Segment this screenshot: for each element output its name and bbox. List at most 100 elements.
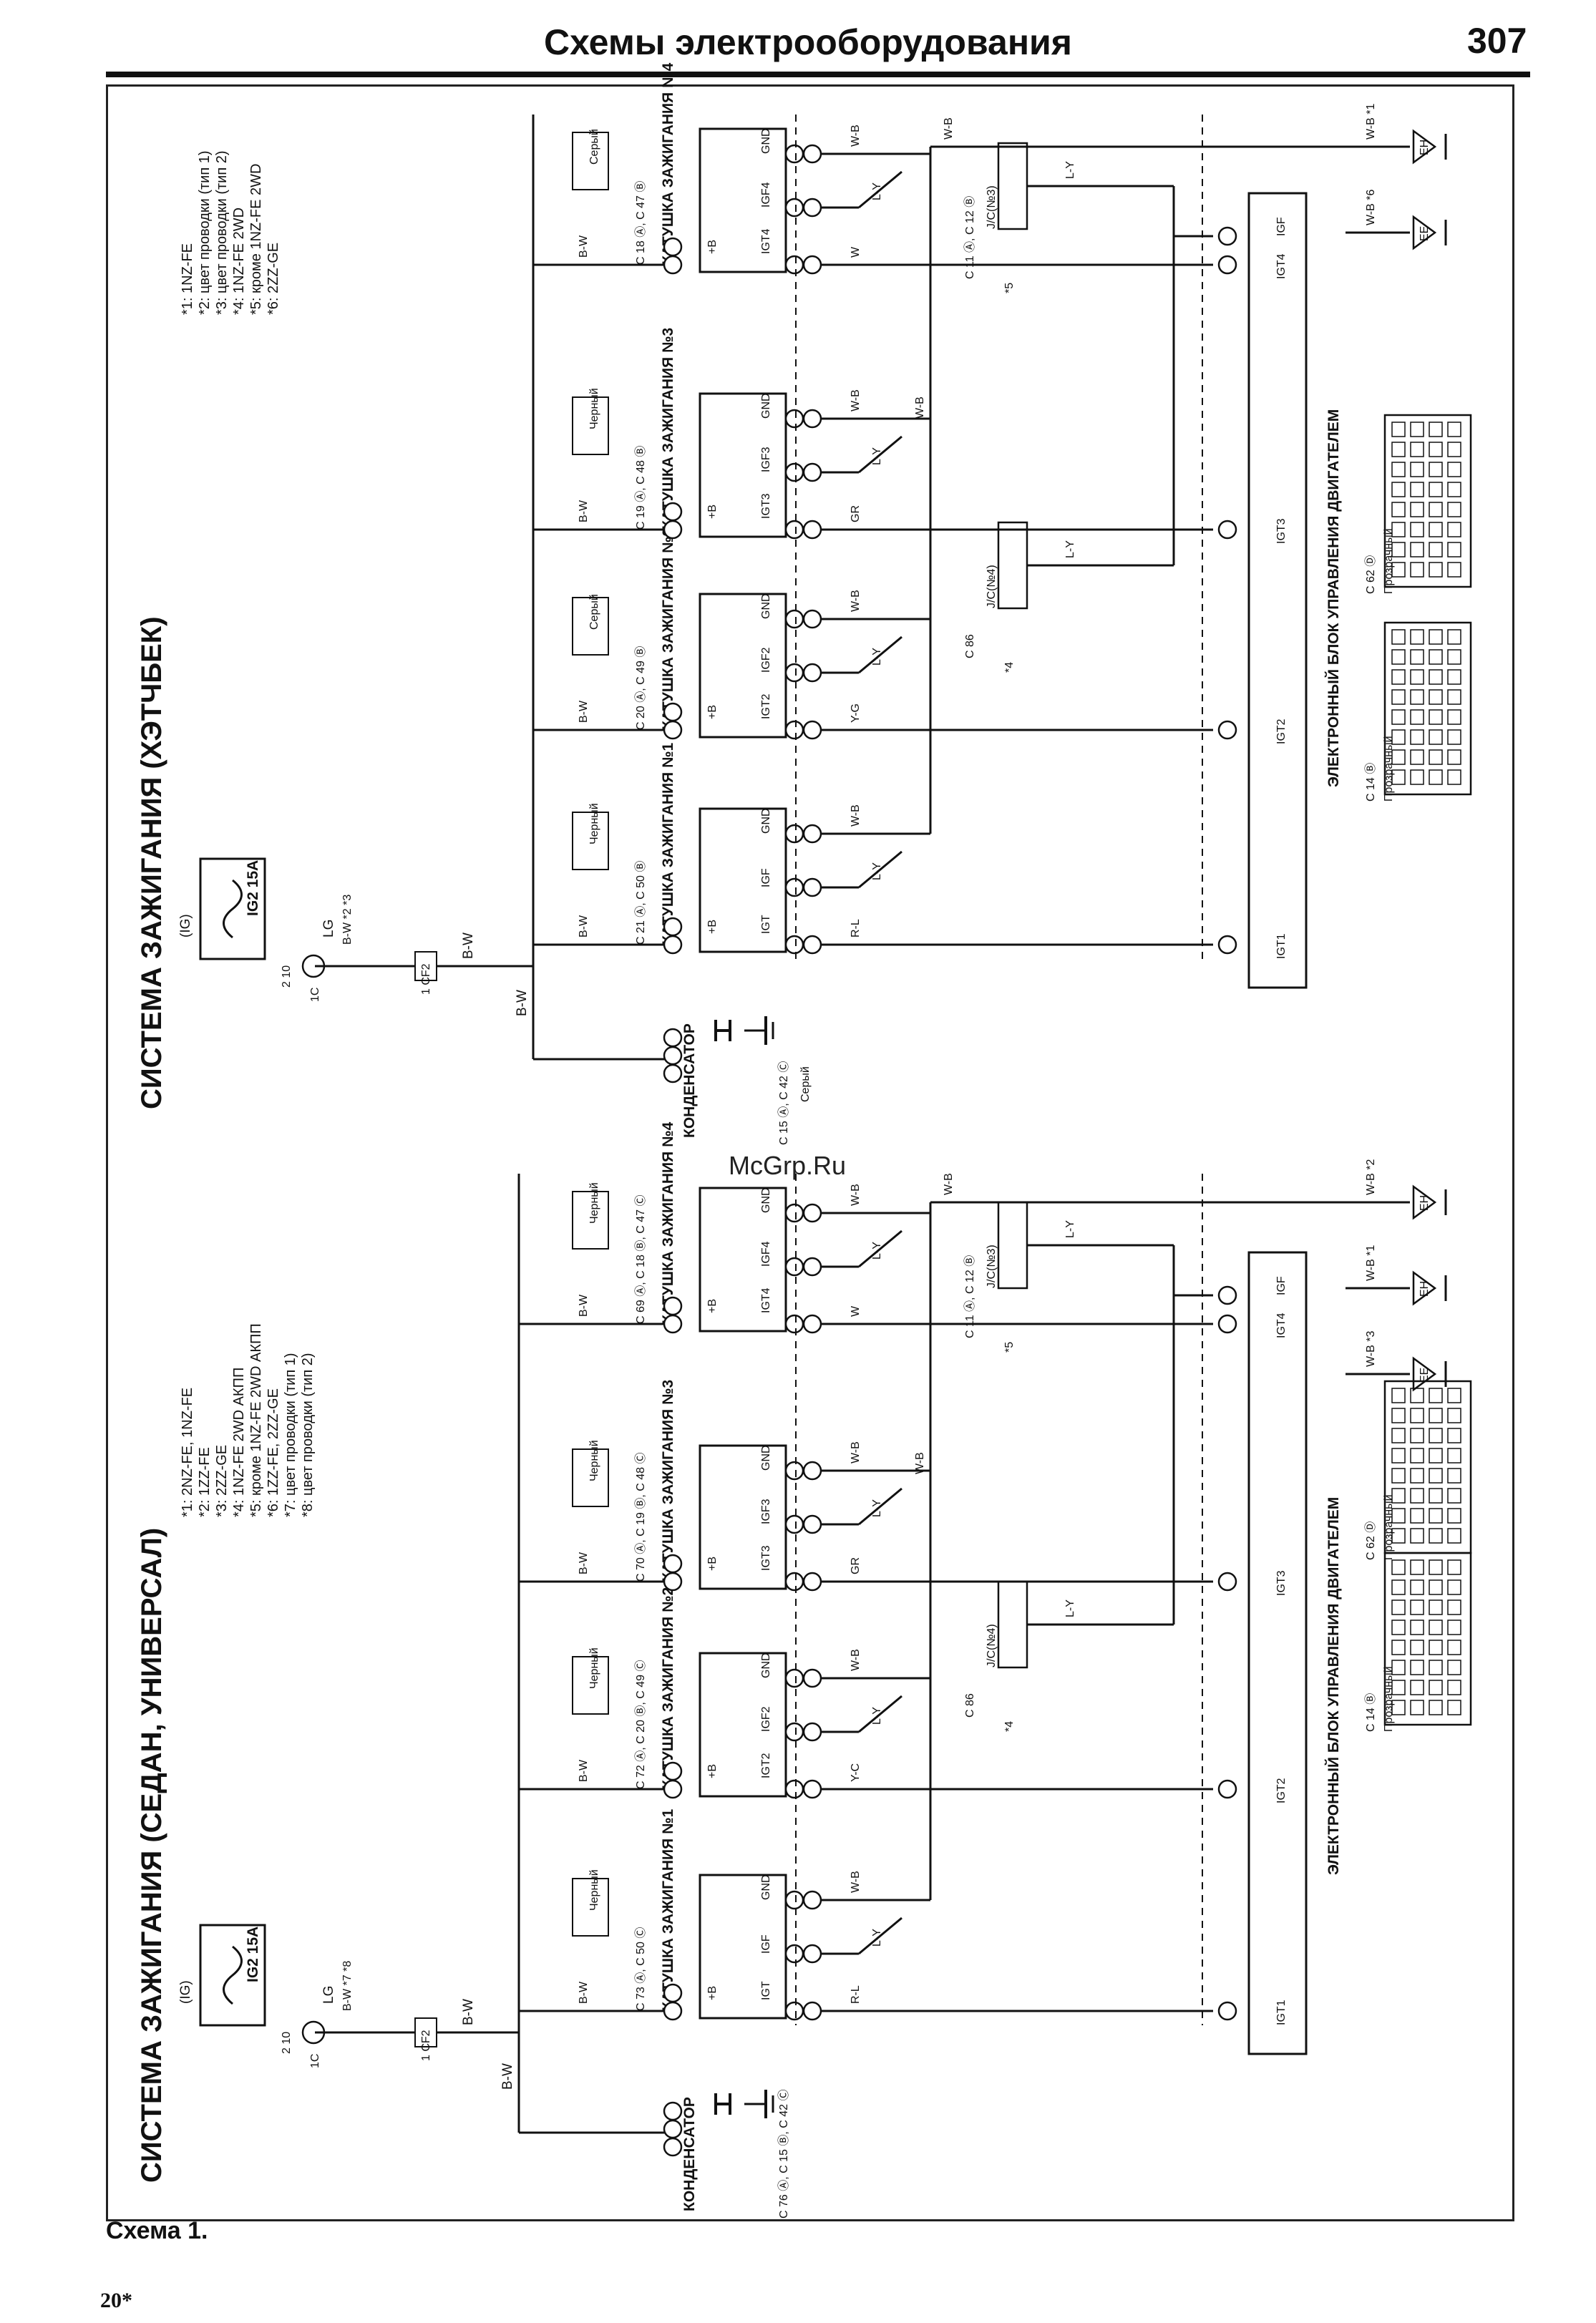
sedan-coil-3-pin-gnd bbox=[784, 1461, 804, 1481]
hatchback-ecu-box bbox=[1247, 192, 1308, 989]
hatchback-coil-4-igf-wire-b bbox=[858, 170, 902, 209]
sedan-ecu-conn-b: C 62 Ⓓ bbox=[1364, 1521, 1377, 1560]
hatchback-label-bw: B-W bbox=[515, 990, 530, 1016]
hatchback-ecu-terminal-a bbox=[1410, 629, 1424, 645]
sedan-ground-label-0: W-B *2 bbox=[1365, 1159, 1377, 1195]
hatchback-coil-1-color: Черный bbox=[588, 803, 600, 844]
header-rule bbox=[106, 72, 1530, 77]
hatchback-coil-1-pin-plus-b bbox=[663, 917, 683, 937]
hatchback-ecu-terminal-b bbox=[1447, 522, 1461, 537]
hatchback-fuse-tag: (IG) bbox=[178, 914, 193, 938]
sedan-ecu-terminal-a bbox=[1410, 1620, 1424, 1635]
sedan-ecu-terminal-b bbox=[1429, 1528, 1443, 1544]
sedan-coil-4-pin-sig-b bbox=[802, 1314, 822, 1334]
diagram-frame bbox=[106, 84, 1514, 2221]
sedan-ecu-terminal-a bbox=[1447, 1680, 1461, 1695]
sedan-jc-name-0: J/C(№3) bbox=[986, 1245, 998, 1288]
hatchback-coil-1-ign: IGF bbox=[760, 868, 772, 887]
sedan-coil-1-conn: C 73 Ⓐ, C 50 Ⓒ bbox=[634, 1927, 647, 2011]
hatchback-ecu-terminal-b bbox=[1429, 502, 1443, 517]
hatchback-ground-label-0: W-B *1 bbox=[1365, 104, 1377, 140]
hatchback-coil-1-box bbox=[699, 807, 787, 953]
sedan-ecu-terminal-a bbox=[1447, 1620, 1461, 1635]
sedan-coil-1-plus: +B bbox=[706, 1986, 719, 2000]
sedan-ecu-terminal-a bbox=[1410, 1660, 1424, 1675]
sedan-coil-2-igf-wire-label: L-Y bbox=[871, 1707, 883, 1725]
hatchback-wb-bus-label: W-B bbox=[914, 396, 926, 419]
hatchback-coil-2-gnd-wire-label: W-B bbox=[850, 590, 862, 612]
sedan-ecu-terminal-b bbox=[1447, 1468, 1461, 1484]
sedan-coil-1-igf-wire-label: L-Y bbox=[871, 1929, 883, 1947]
hatchback-ecu-terminal-b bbox=[1410, 442, 1424, 457]
sedan-fuse-tag: (IG) bbox=[178, 1980, 193, 2004]
hatchback-coil-4-pin-sig bbox=[784, 255, 804, 275]
sedan-coil-4-igt-wire-label: W bbox=[850, 1305, 862, 1317]
sedan-coil-1-igt-wire-label: R-L bbox=[850, 1985, 862, 2004]
hatchback-ecu-pin-3: IGT4 bbox=[1275, 253, 1288, 279]
sedan-ecu-terminal-a bbox=[1429, 1599, 1443, 1615]
sedan-ecu-terminal-b bbox=[1410, 1428, 1424, 1443]
hatchback-coil-3-pin-gnd-b bbox=[802, 409, 822, 429]
hatchback-jc-name-1: J/C(№4) bbox=[986, 565, 998, 608]
hatchback-coil-2-pin-gnd-b bbox=[802, 609, 822, 629]
sedan-coil-4-igf-wire-label: L-Y bbox=[871, 1242, 883, 1260]
sedan-coil-4-pin-gnd-b bbox=[802, 1203, 822, 1223]
sedan-ecu-terminal-b bbox=[1410, 1408, 1424, 1423]
hatchback-coil-3-color: Черный bbox=[588, 388, 600, 429]
hatchback-coil-4-pin-plus-b bbox=[663, 237, 683, 257]
hatchback-ecu-terminal-a bbox=[1410, 709, 1424, 725]
sedan-ecu-terminal-b bbox=[1429, 1408, 1443, 1423]
sedan-ecu-terminal-a bbox=[1429, 1620, 1443, 1635]
hatchback-ecu-terminal-a bbox=[1447, 669, 1461, 685]
sedan-coil-1-pin-gnd bbox=[784, 1890, 804, 1910]
hatchback-coil-3-plus: +B bbox=[706, 505, 719, 519]
hatchback-coil-3-name: КАТУШКА ЗАЖИГАНИЯ №3 bbox=[660, 328, 676, 530]
hatchback-coil-3-pin-sig bbox=[784, 520, 804, 540]
hatchback-coil-2-pin-ign-b bbox=[802, 663, 822, 683]
notes-hatchback: *1: 1NZ-FE *2: цвет проводки (тип 1) *3:… bbox=[180, 150, 281, 315]
hatchback-coil-4-color: Серый bbox=[588, 129, 600, 165]
hatchback-coil-4-pin-gnd bbox=[784, 144, 804, 164]
sedan-coil-3-ecu-pin bbox=[1217, 1572, 1237, 1592]
hatchback-ecu-terminal-a bbox=[1429, 749, 1443, 765]
hatchback-coil-3-pin-ign bbox=[784, 462, 804, 482]
sedan-coil-1-plus-wire-label: B-W bbox=[578, 1981, 590, 2004]
sedan-ecu-terminal-a bbox=[1447, 1660, 1461, 1675]
hatchback-ecu-pin-2: IGT3 bbox=[1275, 518, 1288, 544]
sedan-coil-3-plus-wire-label: B-W bbox=[578, 1552, 590, 1574]
hatchback-capacitor-name: КОНДЕНСАТОР bbox=[681, 1023, 698, 1138]
hatchback-ecu-terminal-b bbox=[1391, 422, 1406, 437]
hatchback-ecu-terminal-a bbox=[1391, 769, 1406, 785]
sedan-coil-3-name: КАТУШКА ЗАЖИГАНИЯ №3 bbox=[660, 1380, 676, 1582]
sedan-coil-2-pin-sig-b bbox=[802, 1779, 822, 1799]
hatchback-fuse-icon bbox=[223, 879, 243, 939]
hatchback-ecu-terminal-a bbox=[1391, 629, 1406, 645]
sedan-ecu-pin-2: IGT3 bbox=[1275, 1570, 1288, 1596]
hatchback-coil-4-gnd-wire-label: W-B bbox=[850, 125, 862, 147]
hatchback-ecu-terminal-a bbox=[1447, 689, 1461, 705]
hatchback-ecu-terminal-a bbox=[1391, 649, 1406, 665]
hatchback-capacitor-color: Серый bbox=[799, 1066, 812, 1102]
sedan-coil-1-pin-gnd-b bbox=[802, 1890, 822, 1910]
hatchback-ecu-terminal-a bbox=[1410, 669, 1424, 685]
hatchback-coil-3-plus-wire-label: B-W bbox=[578, 500, 590, 522]
sedan-capacitor-conn: C 76 Ⓐ, C 15 Ⓑ, C 42 Ⓒ bbox=[777, 2089, 790, 2219]
sedan-ecu-terminal-b bbox=[1447, 1408, 1461, 1423]
sedan-coil-3-pin-sig bbox=[784, 1572, 804, 1592]
hatchback-capacitor-conn: C 15 Ⓐ, C 42 Ⓒ bbox=[777, 1061, 790, 1145]
hatchback-coil-4-name: КАТУШКА ЗАЖИГАНИЯ №4 bbox=[660, 63, 676, 265]
hatchback-ecu-terminal-a bbox=[1447, 729, 1461, 745]
hatchback-ecu-terminal-b bbox=[1429, 542, 1443, 557]
sedan-ecu-terminal-a bbox=[1447, 1579, 1461, 1595]
sedan-wire-bw-marks: B-W *7 *8 bbox=[341, 1961, 354, 2011]
sedan-ecu-terminal-b bbox=[1391, 1428, 1406, 1443]
hatchback-ecu-terminal-b bbox=[1410, 482, 1424, 497]
sedan-ecu-terminal-a bbox=[1410, 1599, 1424, 1615]
hatchback-ecu-terminal-b bbox=[1410, 462, 1424, 477]
hatchback-coil-3-pin-sig-b bbox=[802, 520, 822, 540]
sedan-ecu-terminal-a bbox=[1410, 1700, 1424, 1715]
hatchback-coil-4-conn: C 18 Ⓐ, C 47 Ⓑ bbox=[634, 181, 647, 265]
sedan-coil-1-pin-plus-b bbox=[663, 1983, 683, 2003]
hatchback-coil-4-sig: IGT4 bbox=[760, 228, 772, 254]
page-title: Схемы электрооборудования bbox=[544, 22, 1072, 62]
